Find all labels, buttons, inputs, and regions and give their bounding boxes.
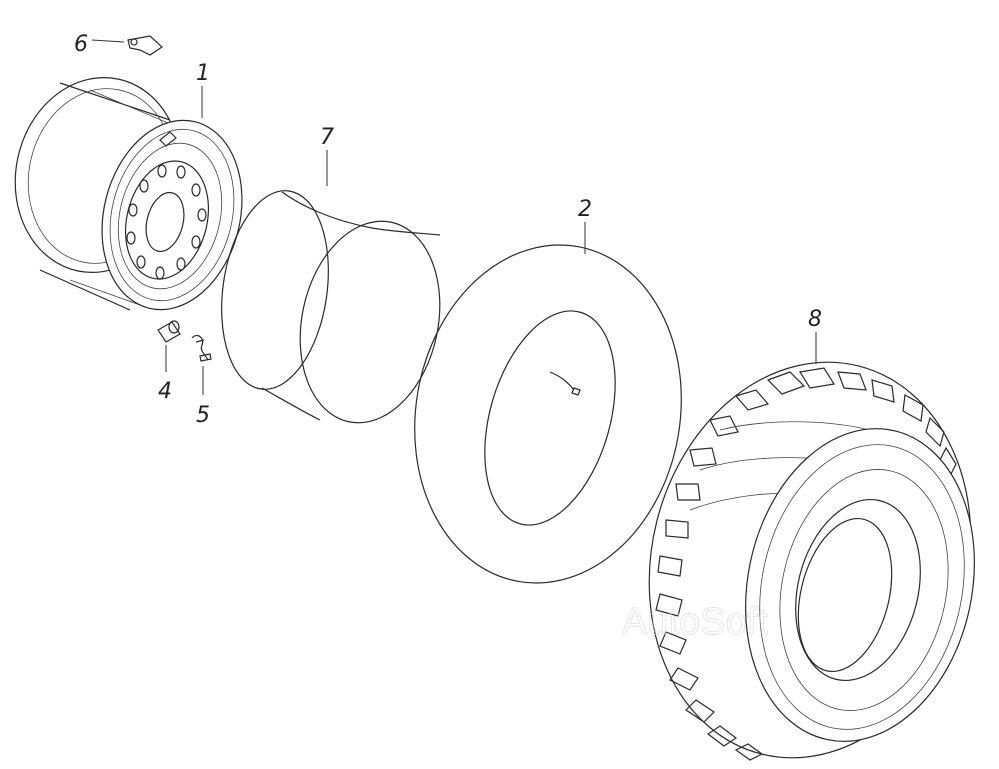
part-8-tyre [648, 332, 975, 761]
part-1-wheel-rim [14, 77, 243, 311]
callout-8: 8 [808, 307, 822, 332]
callout-7: 7 [320, 125, 334, 150]
part-6-clip [91, 35, 163, 56]
callout-1: 1 [196, 61, 210, 86]
callout-2: 2 [578, 197, 592, 222]
callout-6: 6 [74, 32, 88, 57]
part-5-valve-extension [191, 334, 212, 395]
watermark: AutoSoft [622, 601, 768, 643]
part-7-rim-flap [221, 150, 441, 424]
bolt-holes [126, 164, 207, 280]
callout-5: 5 [196, 403, 210, 428]
part-4-valve-cap [157, 320, 181, 372]
callout-4: 4 [158, 379, 172, 404]
part-2-inner-tube [414, 222, 682, 584]
